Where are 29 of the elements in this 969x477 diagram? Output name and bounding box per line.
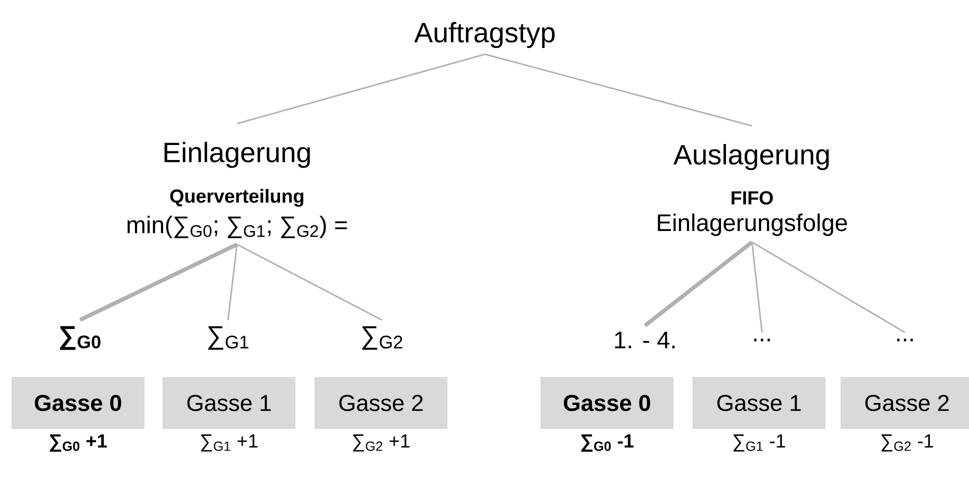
- tree-label: ∑$_{G2}$: [362, 326, 402, 350]
- tree-line: [644, 240, 754, 328]
- tree-line: [227, 244, 238, 320]
- tree-line: [79, 242, 238, 322]
- tree-line: [236, 244, 382, 321]
- tree-label: Auslagerung FIFO Einlagerungsfolge: [658, 144, 847, 236]
- tree-label: ∑$_{G0}$: [60, 326, 100, 350]
- tree-line: [751, 242, 763, 333]
- tree-line: [752, 242, 906, 334]
- lane-box: Gasse 2: [840, 377, 969, 429]
- counter-label: ∑$_{G1}$ +1: [201, 434, 258, 452]
- tree-label: ...: [754, 338, 770, 342]
- counter-label: ∑$_{G0}$ +1: [50, 434, 107, 452]
- counter-label: ∑$_{G0}$ -1: [581, 434, 634, 452]
- counter-label: ∑$_{G2}$ -1: [881, 434, 934, 452]
- tree-label: Auftragstyp: [414, 22, 555, 48]
- tree-line: [484, 54, 752, 127]
- tree-label: Einlagerung Querverteilung min(∑$_{G0}$; ∑$_{G1}$; ∑$_{G2}$) =: [128, 142, 347, 238]
- counter-label: ∑$_{G2}$ +1: [353, 434, 410, 452]
- lane-box: Gasse 2: [314, 377, 448, 429]
- lane-box: Gasse 0: [12, 377, 144, 429]
- lane-box: Gasse 1: [692, 377, 826, 429]
- tree-label: ∑$_{G1}$: [208, 326, 248, 350]
- lane-box: Gasse 1: [162, 377, 296, 429]
- tree-label: ...: [897, 338, 913, 342]
- tree-line: [236, 54, 486, 124]
- counter-label: ∑$_{G1}$ -1: [733, 434, 786, 452]
- lane-box: Gasse 0: [540, 377, 674, 429]
- tree-label: 1. - 4.: [615, 332, 675, 348]
